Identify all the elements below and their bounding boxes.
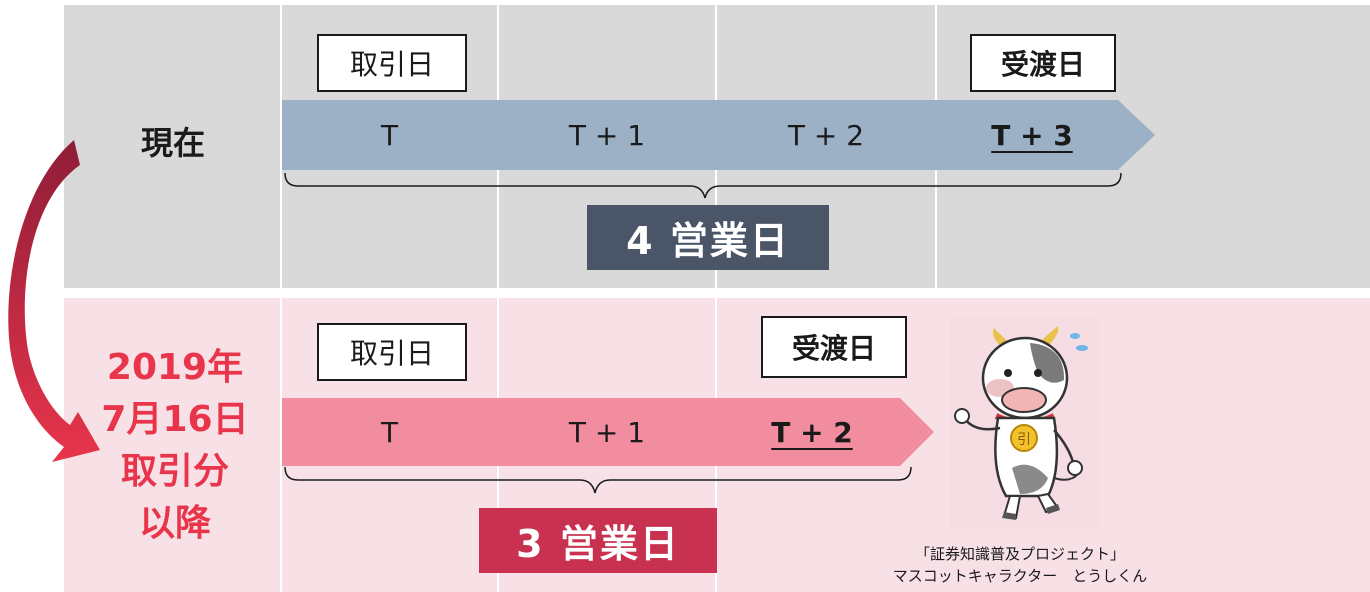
- settlement-day-box: 受渡日: [970, 34, 1116, 92]
- current-span-brace: [284, 172, 1122, 199]
- mascot-medal-text: 引: [1017, 432, 1031, 448]
- current-timeline-bar: [282, 100, 1155, 170]
- new-span-badge: 3 営業日: [479, 508, 717, 573]
- day-t-plus-1: T + 1: [568, 415, 646, 449]
- transition-arrow: [8, 140, 100, 462]
- day-t: T: [380, 118, 399, 152]
- day-t-plus-3: T + 3: [991, 118, 1073, 152]
- trade-day-box: 取引日: [317, 323, 467, 381]
- mascot-illustration: 引: [950, 318, 1100, 528]
- day-t-plus-1: T + 1: [568, 118, 646, 152]
- day-t: T: [380, 415, 399, 449]
- new-rule-line: 以降: [138, 503, 211, 544]
- new-rule-line: 取引分: [120, 451, 229, 492]
- current-span-badge: 4 営業日: [587, 205, 829, 270]
- column-divider: [497, 5, 499, 592]
- new-rule-date-label: 2019年 7月16日 取引分 以降: [70, 342, 280, 550]
- day-t-plus-2: T + 2: [787, 118, 865, 152]
- column-divider: [280, 5, 282, 592]
- mascot-caption: 「証券知識普及プロジェクト」 マスコットキャラクター とうしくん: [845, 543, 1195, 587]
- new-span-brace: [284, 466, 912, 494]
- column-divider: [715, 5, 717, 592]
- mascot-caption-line: マスコットキャラクター とうしくん: [892, 567, 1148, 585]
- new-timeline-bar: [282, 398, 934, 466]
- new-rule-line: 2019年: [106, 347, 244, 388]
- mascot-caption-line: 「証券知識普及プロジェクト」: [914, 545, 1125, 563]
- day-t-plus-2: T + 2: [771, 415, 853, 449]
- settlement-day-box: 受渡日: [761, 316, 907, 378]
- new-rule-line: 7月16日: [101, 399, 249, 440]
- trade-day-box: 取引日: [317, 34, 467, 92]
- current-label: 現在: [140, 124, 205, 162]
